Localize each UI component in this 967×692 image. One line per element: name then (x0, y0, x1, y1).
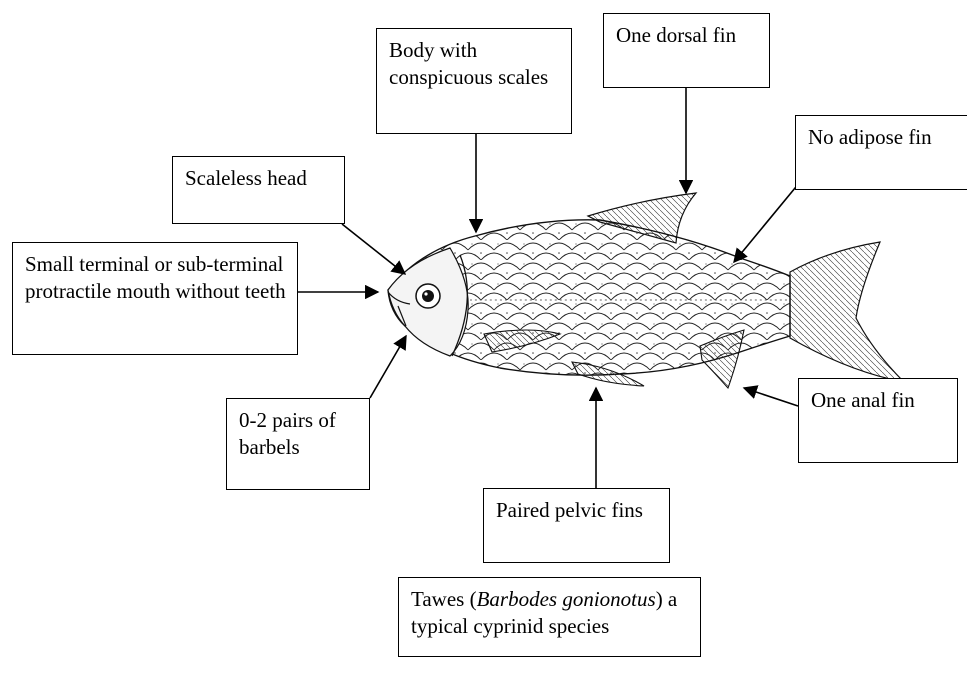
arrow-anal-fin (744, 388, 798, 406)
arrow-adipose-fin (734, 182, 800, 262)
label-adipose-fin: No adipose fin (795, 115, 967, 190)
label-mouth: Small terminal or sub-terminal protracti… (12, 242, 298, 355)
caption-species-name: Barbodes gonionotus (477, 587, 656, 611)
label-scaleless-head-text: Scaleless head (185, 166, 307, 190)
arrow-barbels (370, 336, 406, 398)
label-body-scales: Body with conspicuous scales (376, 28, 572, 134)
caption-prefix: Tawes ( (411, 587, 477, 611)
label-mouth-text: Small terminal or sub-terminal protracti… (25, 252, 286, 303)
label-scaleless-head: Scaleless head (172, 156, 345, 224)
label-pelvic-fins: Paired pelvic fins (483, 488, 670, 563)
caudal-fin-shape (790, 242, 904, 382)
label-barbels-text: 0-2 pairs of barbels (239, 408, 336, 459)
label-pelvic-fins-text: Paired pelvic fins (496, 498, 643, 522)
label-dorsal-fin: One dorsal fin (603, 13, 770, 88)
label-dorsal-fin-text: One dorsal fin (616, 23, 736, 47)
label-body-scales-text: Body with conspicuous scales (389, 38, 548, 89)
label-anal-fin-text: One anal fin (811, 388, 915, 412)
label-barbels: 0-2 pairs of barbels (226, 398, 370, 490)
fish-drawing (388, 193, 904, 388)
label-adipose-fin-text: No adipose fin (808, 125, 932, 149)
label-anal-fin: One anal fin (798, 378, 958, 463)
arrow-scaleless-head (342, 224, 405, 274)
caption-box: Tawes (Barbodes gonionotus) a typical cy… (398, 577, 701, 657)
